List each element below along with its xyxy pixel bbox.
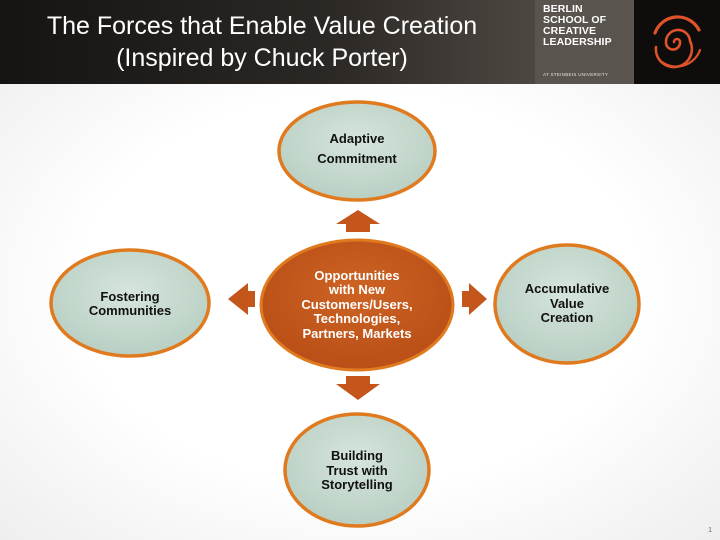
bottom-line-2: Trust with (326, 462, 388, 478)
bottom-line-1: Building (330, 448, 383, 464)
logo-line-4: LEADERSHIP (543, 36, 612, 48)
center-line-5: Partners, Markets (302, 325, 412, 341)
right-label: Accumulative Value Creation (507, 279, 627, 329)
right-line-1: Accumulative (524, 281, 610, 297)
arrow-left (228, 283, 255, 315)
bottom-label: Building Trust with Storytelling (297, 446, 417, 496)
node-left (49, 248, 211, 358)
slide-header: The Forces that Enable Value Creation (I… (0, 0, 720, 84)
node-right (493, 243, 641, 365)
node-top (277, 100, 437, 202)
page-number: 1 (708, 527, 712, 534)
diagram-canvas (49, 100, 641, 528)
title-line-1: The Forces that Enable Value Creation (46, 12, 478, 40)
top-line-1: Adaptive (329, 131, 385, 146)
diagram-stage: Opportunities with New Customers/Users, … (0, 84, 720, 540)
center-line-4: Technologies, (313, 311, 401, 327)
center-line-1: Opportunities (314, 267, 400, 283)
center-line-2: with New (328, 282, 386, 298)
bottom-line-3: Storytelling (321, 477, 393, 493)
school-logo: BERLIN SCHOOL OF CREATIVE LEADERSHIP AT … (535, 0, 632, 84)
left-label: Fostering Communities (70, 284, 190, 324)
left-line-1: Fostering (100, 288, 160, 304)
top-label: Adaptive Commitment (297, 124, 417, 174)
logo-line-3: CREATIVE (543, 25, 597, 37)
center-label: Opportunities with New Customers/Users, … (277, 250, 437, 360)
logo-line-1: BERLIN (543, 3, 583, 15)
arrow-down (336, 376, 380, 400)
title-line-2: (Inspired by Chuck Porter) (116, 44, 408, 72)
right-line-2: Value (550, 295, 584, 311)
center-line-3: Customers/Users, (301, 296, 413, 312)
slide-title: The Forces that Enable Value Creation (I… (12, 10, 512, 74)
right-line-3: Creation (540, 310, 594, 326)
top-line-2: Commitment (317, 151, 397, 166)
arrow-up (336, 210, 380, 232)
arrow-right (462, 283, 487, 315)
swirl-icon (653, 15, 702, 69)
node-center (259, 238, 455, 372)
left-line-2: Communities (88, 303, 172, 318)
node-bottom (283, 412, 431, 528)
logo-subline: AT STEINBEIS UNIVERSITY (543, 72, 609, 77)
logo-line-2: SCHOOL OF (543, 14, 607, 26)
swirl-logo (634, 0, 720, 84)
